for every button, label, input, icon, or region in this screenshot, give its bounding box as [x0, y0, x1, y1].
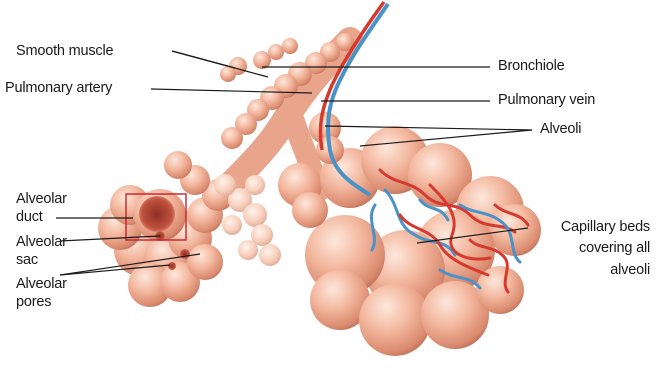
alveolar-duct-opening — [139, 196, 175, 232]
label-alveolar-sac-line2: sac — [16, 252, 38, 269]
alveolus — [214, 174, 236, 196]
label-pulmonary-artery: Pulmonary artery — [5, 80, 112, 97]
alveolus — [292, 192, 328, 228]
alveolus — [243, 203, 267, 227]
bronchiole-segment — [221, 127, 243, 149]
label-alveolar-pores-line1: Alveolar — [16, 276, 67, 293]
bronchiole-segment — [220, 66, 236, 82]
alveoli-cluster — [278, 112, 541, 356]
alveolus — [222, 215, 242, 235]
terminal-cluster — [214, 174, 281, 266]
label-capillary-line3: alveoli — [610, 262, 650, 279]
label-alveoli: Alveoli — [540, 121, 581, 138]
label-capillary-line2: covering all — [579, 240, 650, 257]
alveolus — [164, 151, 192, 179]
label-capillary-line1: Capillary beds — [561, 219, 650, 236]
bronchiole-segment — [268, 44, 284, 60]
alveolus — [245, 175, 265, 195]
alveolar-pore — [180, 249, 190, 259]
alveolus — [187, 244, 223, 280]
bronchiole-segment — [282, 38, 298, 54]
alveolus — [259, 244, 281, 266]
alveolus — [238, 240, 258, 260]
label-alveolar-duct-line1: Alveolar — [16, 191, 67, 208]
label-smooth-muscle: Smooth muscle — [16, 43, 113, 60]
label-alveolar-duct-line2: duct — [16, 209, 43, 226]
alveolar-sac-cluster — [98, 151, 234, 307]
alveolar-pore — [168, 262, 176, 270]
label-bronchiole: Bronchiole — [498, 58, 565, 75]
label-alveolar-sac-line1: Alveolar — [16, 234, 67, 251]
alveolus — [359, 284, 431, 356]
label-alveolar-pores-line2: pores — [16, 294, 51, 311]
label-pulmonary-vein: Pulmonary vein — [498, 92, 595, 109]
